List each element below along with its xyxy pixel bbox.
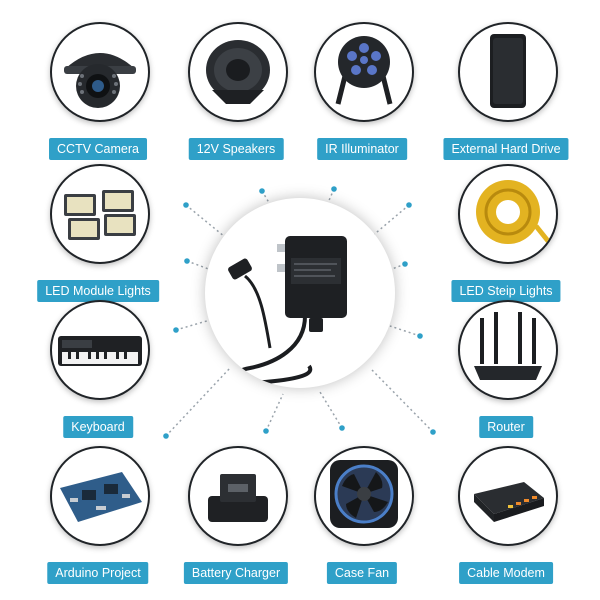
device-label: Keyboard [63,416,133,438]
device-12v-speakers: 12V Speakers [176,22,296,160]
device-circle [50,164,150,264]
device-label: Router [479,416,533,438]
device-label: Cable Modem [459,562,553,584]
case-fan-icon [330,460,398,528]
security-camera-icon [64,53,136,108]
device-circle [458,164,558,264]
device-led-strip-lights: LED Steip Lights [446,164,566,302]
device-battery-charger: Battery Charger [176,446,296,584]
device-label: External Hard Drive [443,138,569,160]
device-circle [314,22,414,122]
device-ir-illuminator: IR Illuminator [302,22,422,160]
device-label: LED Steip Lights [451,280,561,302]
device-circle [458,300,558,400]
device-external-hard-drive: External Hard Drive [443,22,569,160]
device-circle [458,446,558,546]
device-circle [188,446,288,546]
battery-charger-icon [208,474,268,522]
device-circle [50,22,150,122]
device-cctv-camera: CCTV Camera [38,22,158,160]
device-keyboard: Keyboard [38,300,158,438]
device-circle [50,300,150,400]
circuit-board-icon [60,472,142,522]
device-arduino-project: Arduino Project [38,446,158,584]
device-label: 12V Speakers [188,138,284,160]
device-label: Case Fan [326,562,398,584]
device-circle [50,446,150,546]
power-adapter-hub [205,198,395,388]
device-case-fan: Case Fan [302,446,422,584]
device-label: LED Module Lights [37,280,159,302]
cable-modem-icon [474,482,544,522]
device-label: Arduino Project [47,562,149,584]
ir-illuminator-icon [335,36,393,105]
device-cable-modem: Cable Modem [446,446,566,584]
power-adapter-icon [228,236,347,385]
speaker-icon [206,40,270,104]
device-label: Battery Charger [183,562,289,584]
device-router: Router [446,300,566,438]
led-module-icon [64,190,136,240]
device-circle [188,22,288,122]
hard-drive-icon [490,34,526,108]
device-led-module-lights: LED Module Lights [37,164,159,302]
piano-keyboard-icon [58,336,142,366]
led-strip-reel-icon [476,180,554,248]
device-label: CCTV Camera [49,138,147,160]
device-circle [314,446,414,546]
router-icon [474,312,542,380]
device-label: IR Illuminator [317,138,407,160]
device-circle [458,22,558,122]
